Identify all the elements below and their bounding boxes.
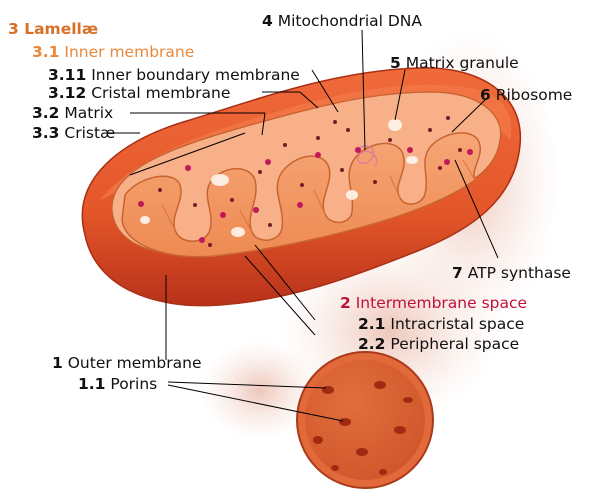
label-outer-membrane-num: 1 xyxy=(52,354,63,372)
leader-lines xyxy=(108,29,499,422)
label-atp-synthase-num: 7 xyxy=(452,264,463,282)
label-mitochondrial-dna-text: Mitochondrial DNA xyxy=(277,12,423,30)
label-porins-num: 1.1 xyxy=(78,375,106,393)
label-ribosome-text: Ribosome xyxy=(495,86,573,104)
label-outer-membrane-text: Outer membrane xyxy=(67,354,202,372)
label-peripheral-space: 2.2 Peripheral space xyxy=(358,335,519,353)
label-ribosome-num: 6 xyxy=(480,86,491,104)
label-inner-membrane-text: Inner membrane xyxy=(64,43,195,61)
label-mitochondrial-dna-num: 4 xyxy=(262,12,273,30)
label-matrix-granule-num: 5 xyxy=(390,54,401,72)
label-matrix-granule: 5 Matrix granule xyxy=(390,54,519,72)
label-matrix-granule-text: Matrix granule xyxy=(405,54,519,72)
label-porins: 1.1 Porins xyxy=(78,375,157,393)
label-cristae-text: Cristæ xyxy=(64,124,116,142)
mitochondrial-dna-strand xyxy=(354,145,378,167)
cristae-folds xyxy=(121,132,481,258)
label-intermembrane-space-num: 2 xyxy=(340,294,351,312)
label-atp-synthase: 7 ATP synthase xyxy=(452,264,571,282)
label-inner-boundary-membrane-num: 3.11 xyxy=(48,66,87,84)
label-intracristal-space-text: Intracristal space xyxy=(390,315,525,333)
label-outer-membrane: 1 Outer membrane xyxy=(52,354,201,372)
label-intermembrane-space-text: Intermembrane space xyxy=(355,294,528,312)
label-cristal-membrane-text: Cristal membrane xyxy=(91,84,231,102)
label-ribosome: 6 Ribosome xyxy=(480,86,572,104)
label-peripheral-space-num: 2.2 xyxy=(358,335,386,353)
label-inner-membrane: 3.1 Inner membrane xyxy=(32,43,194,61)
label-inner-membrane-num: 3.1 xyxy=(32,43,60,61)
label-cristae-num: 3.3 xyxy=(32,124,60,142)
label-atp-synthase-text: ATP synthase xyxy=(467,264,571,282)
label-intermembrane-space: 2 Intermembrane space xyxy=(340,294,527,312)
label-cristae: 3.3 Cristæ xyxy=(32,124,115,142)
atp-synthase-particles xyxy=(138,147,473,243)
label-porins-text: Porins xyxy=(110,375,158,393)
label-lamellae-text: Lamellæ xyxy=(24,20,99,38)
matrix-granules xyxy=(140,119,418,237)
label-intracristal-space-num: 2.1 xyxy=(358,315,386,333)
ribosomes xyxy=(158,116,462,247)
label-cristal-membrane-num: 3.12 xyxy=(48,84,87,102)
label-matrix-text: Matrix xyxy=(64,104,114,122)
label-peripheral-space-text: Peripheral space xyxy=(390,335,520,353)
label-inner-boundary-membrane: 3.11 Inner boundary membrane xyxy=(48,66,300,84)
label-inner-boundary-membrane-text: Inner boundary membrane xyxy=(91,66,300,84)
label-lamellae-num: 3 xyxy=(8,20,19,38)
label-matrix-num: 3.2 xyxy=(32,104,60,122)
label-cristal-membrane: 3.12 Cristal membrane xyxy=(48,84,230,102)
label-matrix: 3.2 Matrix xyxy=(32,104,113,122)
label-intracristal-space: 2.1 Intracristal space xyxy=(358,315,524,333)
label-lamellae: 3 Lamellæ xyxy=(8,20,98,38)
label-mitochondrial-dna: 4 Mitochondrial DNA xyxy=(262,12,422,30)
porins-magnified-section xyxy=(296,351,434,489)
